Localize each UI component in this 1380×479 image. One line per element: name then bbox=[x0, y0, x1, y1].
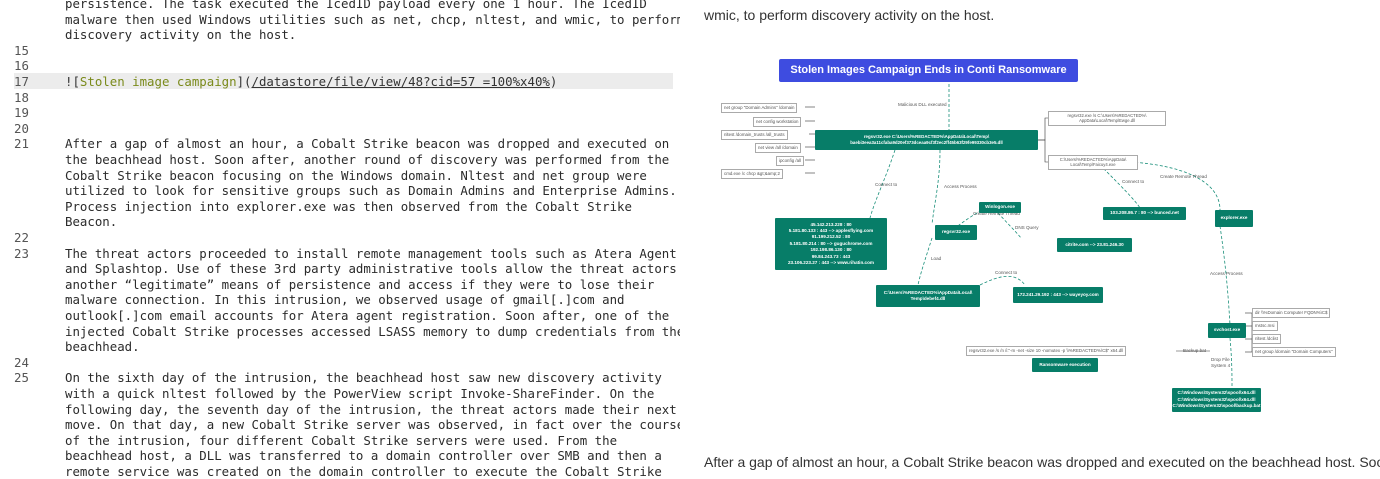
md-image-close: ) bbox=[549, 74, 558, 89]
label-dns-query: DNS Query bbox=[1015, 225, 1039, 230]
c2-ip-entry: 45.142.213.228 : 80 bbox=[810, 221, 852, 227]
line-number: 23 bbox=[14, 245, 29, 261]
line-text: malware then used Windows utilities such… bbox=[65, 11, 680, 27]
line-number: 20 bbox=[14, 120, 29, 136]
label-connect-to-3: Connect to bbox=[995, 270, 1018, 275]
line-number: 25 bbox=[14, 370, 29, 386]
markdown-preview: wmic, to perform discovery activity on t… bbox=[680, 0, 1380, 479]
ransomware-execution-node: Ransomware execution bbox=[1032, 358, 1098, 372]
line-number: 15 bbox=[14, 42, 29, 58]
line-text: with a quick nltest followed by the Powe… bbox=[65, 386, 655, 401]
line-text: remote service was created on the domain… bbox=[65, 464, 662, 479]
label-malicious-dll: Malicious DLL executed bbox=[898, 102, 947, 107]
label-connect-to-1: Connect to bbox=[875, 182, 898, 187]
line-text: Process injection into explorer.exe was … bbox=[65, 198, 632, 214]
line-number: 22 bbox=[14, 230, 29, 245]
line-number: 21 bbox=[14, 136, 29, 152]
line-number: 19 bbox=[14, 105, 29, 121]
label-create-remote-thread-2: Create Remote Thread bbox=[1160, 174, 1207, 179]
md-image-alt: Stolen image campaign bbox=[79, 74, 237, 89]
line-text: following day, the seventh day of the in… bbox=[65, 401, 677, 417]
campaign-diagram: Stolen Images Campaign Ends in Conti Ran… bbox=[680, 0, 1380, 479]
svchost-cmd-box: mstsc.msi bbox=[1252, 321, 1278, 331]
citrite-node: citrite.com --> 23.81.246.30 bbox=[1057, 238, 1132, 252]
explorer-node: explorer.exe bbox=[1215, 210, 1253, 227]
line-text: persistence. The task executed the IcedI… bbox=[65, 0, 647, 11]
svchost-cmd-box: dir \\%Domain Computer FQDN%\C$ bbox=[1252, 308, 1331, 318]
preview-paragraph-bottom: After a gap of almost an hour, a Cobalt … bbox=[704, 454, 1380, 470]
line-number: 16 bbox=[14, 58, 29, 74]
line-number: 18 bbox=[14, 89, 29, 105]
md-image-mid: ]( bbox=[236, 74, 252, 89]
c2-ip-entry: 91.199.212.52 : 80 bbox=[811, 234, 851, 240]
line-text: injected Cobalt Strike processes accesse… bbox=[65, 323, 680, 339]
line-text: The threat actors proceeded to install r… bbox=[65, 245, 677, 261]
svchost-cmd-box: net group /domain "Domain Computers" bbox=[1252, 347, 1336, 357]
md-image-url[interactable]: /datastore/file/view/48?cid=57 =100%x40% bbox=[251, 74, 550, 89]
regsvr32-node: regsvr32.exe bbox=[935, 225, 977, 240]
spool-file-entry: C:\Windows\System32\spool\x64.dll bbox=[1177, 396, 1256, 402]
current-line-highlight bbox=[14, 73, 673, 89]
svchost-node: svchost.exe bbox=[1208, 323, 1246, 338]
left-cmd-box: net group "Domain Admins" /domain bbox=[721, 103, 798, 113]
line-text: of the intrusion, four different Cobalt … bbox=[65, 432, 618, 448]
md-image-open: ![ bbox=[65, 74, 80, 89]
spool-file-entry: C:\Windows\System32\spool\x64.dll bbox=[1177, 390, 1256, 396]
label-backup-bat: Backup.bat bbox=[1183, 348, 1206, 353]
c2-ip-entry: 99.84.243.73 : 443 bbox=[811, 253, 851, 259]
label-create-remote-thread-1: Create Remote Thread bbox=[973, 211, 1020, 216]
diagram-title: Stolen Images Campaign Ends in Conti Ran… bbox=[779, 59, 1078, 82]
c2-ip-entry: 5.181.80.214 : 80 --> guguchrome.com bbox=[789, 240, 873, 246]
line-text: the beachhead host. Soon after, another … bbox=[65, 152, 670, 167]
svchost-cmd-box: nltest /dclist bbox=[1252, 334, 1281, 344]
c2-ip-entry: 192.198.86.130 : 80 bbox=[810, 247, 852, 253]
line-number: 17 bbox=[14, 74, 29, 89]
left-cmd-box: cmd.exe /c chcp &gt;&amp;2 bbox=[721, 169, 783, 179]
backup-cmd-box: regsvr32.exe /s /n /i:"-m -net -size 10 … bbox=[966, 346, 1127, 356]
line-text: After a gap of almost an hour, a Cobalt … bbox=[65, 136, 670, 152]
line-number: 24 bbox=[14, 354, 29, 370]
label-drop-file: Drop File System 4 bbox=[1211, 357, 1231, 368]
label-access-process-1: Access Process bbox=[944, 184, 977, 189]
bunced-node: 103.208.86.7 : 80 --> bunced.net bbox=[1103, 207, 1186, 220]
line-text: malware connection. In this intrusion, w… bbox=[65, 292, 625, 308]
left-cmd-box: nltest /domain_trusts /all_trusts bbox=[721, 130, 788, 140]
line-text: Cobalt Strike beacon focusing on the Win… bbox=[65, 167, 647, 183]
regsvr-temp-box: regsvr32.exe /s C:\Users\%REDACTED%\ App… bbox=[1048, 111, 1166, 126]
left-cmd-box: net config workstation bbox=[753, 117, 802, 127]
line-text: Beacon. bbox=[65, 214, 118, 230]
wayeyoy-node: 172.241.29.192 : 443 --> wayeyoy.com bbox=[1013, 287, 1103, 303]
left-cmd-box: net view /all /domain bbox=[755, 143, 801, 153]
line-text: discovery activity on the host. bbox=[65, 27, 297, 43]
line-text: another “legitimate” means of persistenc… bbox=[65, 276, 655, 292]
label-access-process-2: Access Process bbox=[1210, 271, 1243, 276]
label-connect-to-2: Connect to bbox=[1122, 179, 1145, 184]
regsvr-main-node: regsvr32.exe C:\Users\%REDACTED%\AppData… bbox=[815, 130, 1038, 150]
label-load: Load bbox=[931, 256, 942, 261]
left-cmd-box: ipconfig /all bbox=[776, 156, 804, 166]
line-text: and Splashtop. Use of these 3rd party ad… bbox=[65, 261, 677, 277]
spool-file-entry: C:\Windows\System32\spool\backup.bat bbox=[1172, 403, 1261, 409]
debef4-node: C:\Users\%REDACTED%\AppData\Local\ Temp\… bbox=[876, 285, 980, 307]
line-text: ![Stolen image campaign](/datastore/file… bbox=[65, 74, 557, 89]
line-text: move. On that day, a new Cobalt Strike s… bbox=[65, 417, 680, 433]
line-text: outlook[.]com email accounts for Atera a… bbox=[65, 308, 670, 323]
line-text: beachhead host, a DLL was transferred to… bbox=[65, 448, 662, 464]
winlogon-node: Winlogon.exe bbox=[979, 202, 1021, 213]
preview-paragraph-top: wmic, to perform discovery activity on t… bbox=[704, 7, 995, 23]
markdown-editor[interactable]: persistence. The task executed the IcedI… bbox=[0, 0, 680, 479]
line-text: utilized to look for sensitive groups su… bbox=[65, 183, 677, 199]
faicuy-box: C:\Users\%REDACTED%\AppData\ Local\Temp\… bbox=[1048, 155, 1138, 170]
c2-ip-entry: 23.106.223.27 : 443 --> www.rihatin.com bbox=[787, 260, 874, 266]
line-text: On the sixth day of the intrusion, the b… bbox=[65, 370, 662, 386]
c2-ip-entry: 5.181.80.133 : 443 --> applesflying.com bbox=[788, 227, 874, 233]
line-text: beachhead. bbox=[65, 339, 140, 355]
